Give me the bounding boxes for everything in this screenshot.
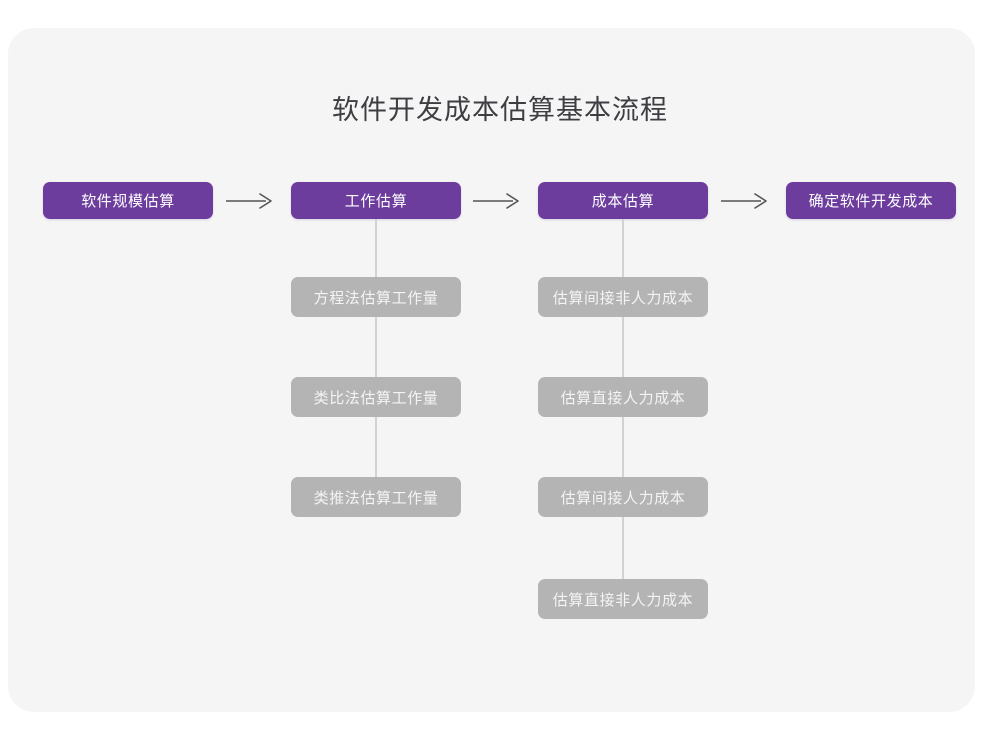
flow-node-analogy-method-effort[interactable]: 类比法估算工作量 <box>291 377 461 417</box>
flow-node-indirect-nonlabor-cost[interactable]: 估算间接非人力成本 <box>538 277 708 317</box>
flow-node-determine-development-cost[interactable]: 确定软件开发成本 <box>786 182 956 219</box>
flow-node-indirect-labor-cost[interactable]: 估算间接人力成本 <box>538 477 708 517</box>
arrow-right-icon-2 <box>471 189 525 213</box>
content-card <box>8 28 975 712</box>
flow-node-cost-estimation[interactable]: 成本估算 <box>538 182 708 219</box>
connector-line-cost-1 <box>622 317 624 377</box>
connector-line-cost-0 <box>622 219 624 277</box>
connector-line-cost-3 <box>622 517 624 579</box>
flow-node-direct-nonlabor-cost[interactable]: 估算直接非人力成本 <box>538 579 708 619</box>
connector-line-effort-2 <box>375 417 377 477</box>
flow-node-direct-labor-cost[interactable]: 估算直接人力成本 <box>538 377 708 417</box>
flow-node-equation-method-effort[interactable]: 方程法估算工作量 <box>291 277 461 317</box>
arrow-right-icon-3 <box>719 189 773 213</box>
flow-node-software-scale-estimation[interactable]: 软件规模估算 <box>43 182 213 219</box>
page-title: 软件开发成本估算基本流程 <box>332 95 668 125</box>
connector-line-effort-0 <box>375 219 377 277</box>
connector-line-effort-1 <box>375 317 377 377</box>
connector-line-cost-2 <box>622 417 624 477</box>
arrow-right-icon-1 <box>224 189 278 213</box>
flow-node-deduction-method-effort[interactable]: 类推法估算工作量 <box>291 477 461 517</box>
flow-node-effort-estimation[interactable]: 工作估算 <box>291 182 461 219</box>
